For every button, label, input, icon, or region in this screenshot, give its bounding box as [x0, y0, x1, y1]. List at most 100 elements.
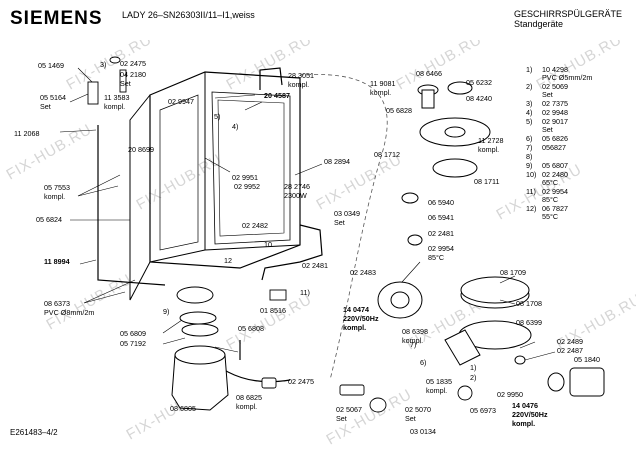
- category-subtitle: Standgeräte: [514, 19, 563, 29]
- part-label: 11 3583: [104, 93, 129, 102]
- callout-label: 6): [420, 358, 426, 367]
- part-label: 05 6973: [470, 406, 496, 415]
- category-title: GESCHIRRSPÜLGERÄTE: [514, 9, 622, 19]
- part-label: 20 8699: [128, 145, 154, 154]
- legend-number: 3): [526, 99, 532, 108]
- callout-label: 2): [470, 373, 476, 382]
- part-label: 02 9950: [497, 390, 523, 399]
- callout-label: 7): [410, 340, 416, 349]
- callout-label: 4): [232, 122, 238, 131]
- part-label: 08 1709: [500, 268, 526, 277]
- part-label: 20 4587: [264, 91, 290, 100]
- part-label: 11 2728: [478, 136, 503, 145]
- part-label: 05 7192: [120, 339, 146, 348]
- part-label: 06 5940: [428, 198, 454, 207]
- part-label: 08 6398: [402, 327, 428, 336]
- legend-value: 65°C: [542, 178, 558, 187]
- part-label: 28 2746: [284, 182, 310, 191]
- legend-number: 4): [526, 108, 532, 117]
- part-label: 05 1840: [574, 355, 600, 364]
- legend-value: 02 7375: [542, 99, 568, 108]
- legend-number: 7): [526, 143, 532, 152]
- part-label: 05 6808: [238, 324, 264, 333]
- part-label: 02 2483: [350, 268, 376, 277]
- part-label: kompl.: [104, 102, 125, 111]
- legend-number: 6): [526, 134, 532, 143]
- part-label: 05 1469: [38, 61, 64, 70]
- part-label: 02 2482: [242, 221, 268, 230]
- part-label: 11 9081: [370, 79, 395, 88]
- part-label: 11 8994: [44, 257, 70, 266]
- part-label: 28 3051: [288, 71, 314, 80]
- callout-label: 5): [214, 112, 220, 121]
- legend-number: 9): [526, 161, 532, 170]
- watermark: FIX-HUB.RU: [134, 151, 226, 214]
- callout-label: 9): [163, 307, 169, 316]
- part-label: kompl.: [288, 80, 309, 89]
- part-label: 05 6824: [36, 215, 62, 224]
- legend-number: 11): [526, 187, 536, 196]
- part-label: Set: [405, 414, 416, 423]
- part-label: 08 6805: [170, 404, 196, 413]
- part-label: kompl.: [44, 192, 65, 201]
- part-label: 05 1835: [426, 377, 452, 386]
- part-label: kompl.: [426, 386, 447, 395]
- part-label: 04 2180: [120, 70, 146, 79]
- part-label: Set: [336, 414, 347, 423]
- part-label: 05 6809: [120, 329, 146, 338]
- page-header: SIEMENS LADY 26–SN26303II/11–I1,weiss GE…: [0, 0, 636, 40]
- part-label: 02 2487: [557, 346, 583, 355]
- part-label: kompl.: [512, 419, 535, 428]
- part-label: kompl.: [343, 323, 366, 332]
- brand-logo: SIEMENS: [10, 8, 103, 30]
- part-label: Set: [120, 79, 131, 88]
- part-label: 05 7553: [44, 183, 70, 192]
- part-label: Set: [40, 102, 51, 111]
- part-label: 14 0474: [343, 305, 369, 314]
- part-label: 08 6825: [236, 393, 262, 402]
- part-label: 02 2475: [120, 59, 146, 68]
- part-label: 01 8516: [260, 306, 286, 315]
- part-label: 02 5067: [336, 405, 362, 414]
- part-label: 06 5941: [428, 213, 454, 222]
- legend-value: Set: [542, 90, 553, 99]
- part-label: 02 9951: [232, 173, 258, 182]
- part-label: 05 6232: [466, 78, 492, 87]
- part-label: 02 2481: [302, 261, 328, 270]
- part-label: 08 6399: [516, 318, 542, 327]
- part-label: 03 0349: [334, 209, 360, 218]
- legend-number: 8): [526, 152, 532, 161]
- exploded-diagram: FIX-HUB.RU FIX-HUB.RU FIX-HUB.RU FIX-HUB…: [0, 40, 636, 450]
- part-label: kompl.: [370, 88, 391, 97]
- part-label: 02 2475: [288, 377, 314, 386]
- legend-value: Set: [542, 125, 553, 134]
- part-label: 85°C: [428, 253, 444, 262]
- legend-number: 10): [526, 170, 536, 179]
- part-label: 220V/50Hz: [343, 314, 379, 323]
- part-label: PVC Ø8mm/2m: [44, 308, 94, 317]
- assembly-boundary-line: [300, 74, 387, 380]
- callout-label: 1): [470, 363, 476, 372]
- legend-number: 2): [526, 82, 532, 91]
- legend-value: 85°C: [542, 195, 558, 204]
- part-label: 08 1708: [516, 299, 542, 308]
- document-id: E261483–4/2: [10, 428, 58, 437]
- legend-value: 056827: [542, 143, 566, 152]
- legend-number: 5): [526, 117, 532, 126]
- part-label: 02 9952: [234, 182, 260, 191]
- part-label: 02 5070: [405, 405, 431, 414]
- legend-value: PVC Ø5mm/2m: [542, 73, 592, 82]
- part-label: 08 6373: [44, 299, 70, 308]
- watermark: FIX-HUB.RU: [224, 291, 316, 354]
- legend-value: 55°C: [542, 212, 558, 221]
- part-label: 10: [264, 240, 272, 249]
- part-label: 05 6828: [386, 106, 412, 115]
- model-title: LADY 26–SN26303II/11–I1,weiss: [122, 10, 255, 20]
- part-label: kompl.: [478, 145, 499, 154]
- part-label: 08 2894: [324, 157, 350, 166]
- legend-value: 02 9948: [542, 108, 568, 117]
- legend-value: 05 6807: [542, 161, 568, 170]
- part-label: 02 2489: [557, 337, 583, 346]
- diagram-svg: FIX-HUB.RU FIX-HUB.RU FIX-HUB.RU FIX-HUB…: [0, 40, 636, 450]
- part-label: 220V/50Hz: [512, 410, 548, 419]
